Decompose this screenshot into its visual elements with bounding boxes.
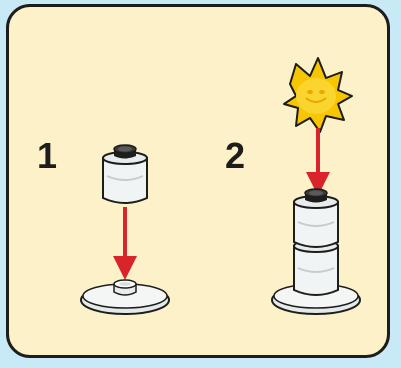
step-2-lower-brick (293, 239, 339, 296)
step-1-base (80, 279, 170, 315)
step-2-number: 2 (225, 135, 246, 176)
step-1-brick (102, 144, 148, 204)
step-2-upper-brick (293, 188, 339, 248)
step-2-yellow-piece (283, 57, 353, 133)
step-1-number: 1 (37, 135, 58, 176)
